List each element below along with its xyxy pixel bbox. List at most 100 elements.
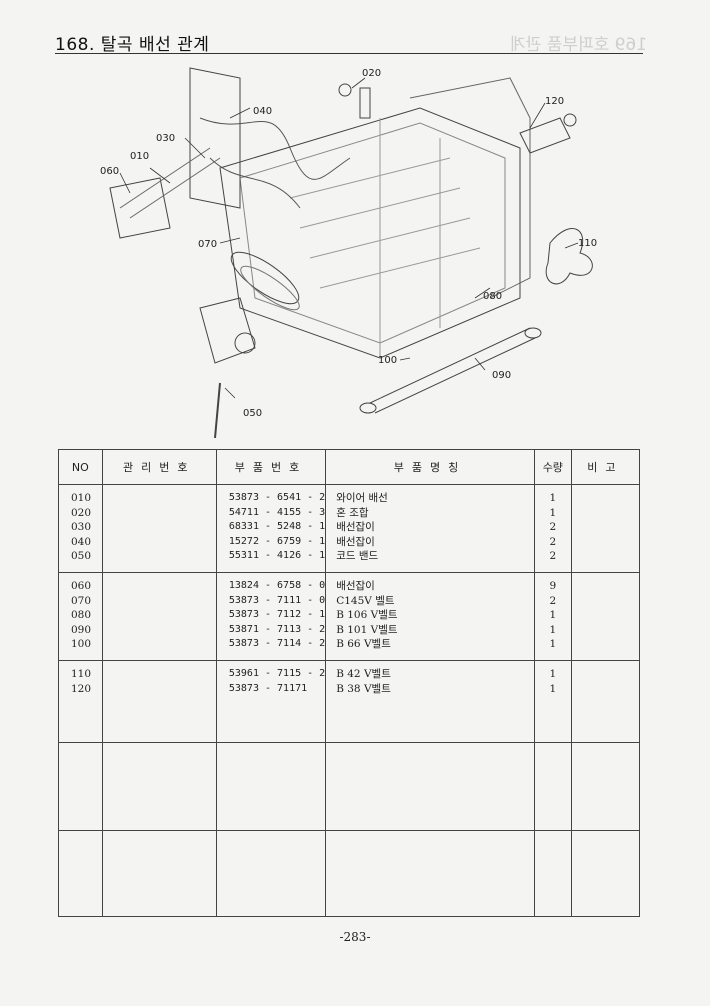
table-header-row: NO 관리번호 부품번호 부품명칭 수량 비고 xyxy=(58,449,641,485)
main-frame-outline xyxy=(219,107,521,359)
belt-090 xyxy=(369,327,536,414)
cell-part-no-value: 13824 - 6758 - 0 xyxy=(228,580,326,591)
cell-part-no-value: 53873 - 6541 - 2 xyxy=(228,492,326,503)
cell-part-name-value: B 38 V벨트 xyxy=(336,682,391,695)
table-group xyxy=(58,830,641,917)
parts-table: NO 관리번호 부품번호 부품명칭 수량 비고 010 020 030 040 050 5… xyxy=(58,449,641,917)
motor-block xyxy=(199,297,256,364)
header-part-name: 부품명칭 xyxy=(325,449,535,485)
cell-no-value: 090 xyxy=(71,623,92,636)
cell-part-no-value: 53871 - 7113 - 2 xyxy=(228,623,326,635)
callout-110: 110 xyxy=(578,238,598,249)
callout-030: 030 xyxy=(156,133,176,144)
cell-part-no-value: 53961 - 7115 - 2 xyxy=(228,668,326,679)
cell-part-name-value: B 101 V벨트 xyxy=(336,623,398,636)
cell-part-no-value: 54711 - 4155 - 3 xyxy=(228,506,326,518)
callout-070: 070 xyxy=(198,239,218,250)
cell-qty: 1 1 2 2 2 xyxy=(533,484,572,573)
callout-080: 080 xyxy=(483,291,503,302)
fan-110 xyxy=(545,228,593,285)
cell-qty xyxy=(533,742,572,831)
callout-040: 040 xyxy=(253,106,273,117)
header-part-no: 부품번호 xyxy=(215,449,327,485)
cell-part-no-value: 53873 - 7114 - 2 xyxy=(228,638,326,649)
cell-no: 010 020 030 040 050 xyxy=(58,484,103,573)
cell-part-name-value: 혼 조합 xyxy=(336,506,369,519)
cell-part-name-value: 배선잡이 xyxy=(336,521,375,533)
cell-part-no: 53873 - 6541 - 2 54711 - 4155 - 3 68331 - … xyxy=(215,484,327,573)
cell-qty-value: 9 xyxy=(549,580,557,592)
diagram-drawing xyxy=(109,67,593,439)
wire-harness xyxy=(199,117,351,180)
cell-part-name xyxy=(325,742,535,831)
cell-no-value: 060 xyxy=(71,580,92,592)
callout-010: 010 xyxy=(130,151,150,162)
pulley-120 xyxy=(519,117,571,154)
header-qty: 수량 xyxy=(533,449,572,485)
cell-note xyxy=(570,660,641,743)
cell-no-value: 010 xyxy=(71,492,92,504)
cell-qty-value: 1 xyxy=(549,668,557,680)
page-number: -283- xyxy=(339,930,371,944)
title-rule xyxy=(55,53,643,54)
cell-qty-value: 2 xyxy=(549,550,557,562)
exploded-parts-diagram: 020 040 030 010 060 070 120 110 080 100 … xyxy=(90,58,630,439)
cell-qty-value: 1 xyxy=(549,682,557,695)
callout-120: 120 xyxy=(545,96,565,107)
cell-part-no-value: 68331 - 5248 - 1 xyxy=(228,521,326,532)
cell-mgmt xyxy=(101,742,217,831)
header-no: NO xyxy=(58,449,103,485)
cell-mgmt xyxy=(101,660,217,743)
cell-no-value: 070 xyxy=(71,594,92,607)
header-mgmt-no: 관리번호 xyxy=(101,449,217,485)
callout-020: 020 xyxy=(362,68,382,79)
cell-part-name-value: 배선잡이 xyxy=(336,535,375,548)
callout-060: 060 xyxy=(100,166,120,177)
cell-no-value: 120 xyxy=(71,682,92,695)
cell-part-name-value: B 106 V벨트 xyxy=(336,609,398,621)
cell-part-name-value: B 42 V벨트 xyxy=(336,668,391,680)
cell-qty-value: 1 xyxy=(549,638,557,650)
table-group: 010 020 030 040 050 53873 - 6541 - 2 54711 - 4… xyxy=(58,484,641,573)
cell-no-value: 040 xyxy=(71,535,92,548)
cell-no-value: 020 xyxy=(71,506,92,519)
cell-mgmt xyxy=(101,830,217,917)
cell-qty-value: 2 xyxy=(549,521,557,533)
cell-part-no: 13824 - 6758 - 0 53873 - 7111 - 0 53873 - … xyxy=(215,572,327,661)
cell-qty-value: 2 xyxy=(549,535,557,548)
cell-qty-value: 1 xyxy=(549,506,557,519)
connector-block xyxy=(109,177,171,239)
cell-note xyxy=(570,572,641,661)
cell-part-name-value: 코드 밴드 xyxy=(336,550,379,562)
cell-part-name-value: 배선잡이 xyxy=(336,580,375,592)
cell-no xyxy=(58,742,103,831)
cell-part-no-value: 15272 - 6759 - 1 xyxy=(228,535,326,547)
page-title: 168. 탈곡 배선 관계 xyxy=(55,35,210,55)
cell-qty-value: 1 xyxy=(549,492,557,504)
cell-part-no-value: 53873 - 7112 - 1 xyxy=(228,609,326,620)
cell-part-no xyxy=(215,742,327,831)
table-group xyxy=(58,742,641,831)
callout-090: 090 xyxy=(492,370,512,381)
cell-part-no-value: 55311 - 4126 - 1 xyxy=(228,550,326,561)
cell-part-name-value: C145V 벨트 xyxy=(336,594,395,607)
cell-no-value: 110 xyxy=(71,668,92,680)
cell-part-name: B 42 V벨트 B 38 V벨트 xyxy=(325,660,535,743)
cell-no-value: 050 xyxy=(71,550,92,562)
left-bracket xyxy=(189,67,241,209)
cell-part-no-value: 53873 - 7111 - 0 xyxy=(228,594,326,606)
header-note: 비고 xyxy=(570,449,641,485)
cell-note xyxy=(570,484,641,573)
callout-050: 050 xyxy=(243,408,263,419)
cell-qty xyxy=(533,830,572,917)
cell-no-value: 030 xyxy=(71,521,92,533)
cell-no-value: 080 xyxy=(71,609,92,621)
cell-mgmt xyxy=(101,484,217,573)
